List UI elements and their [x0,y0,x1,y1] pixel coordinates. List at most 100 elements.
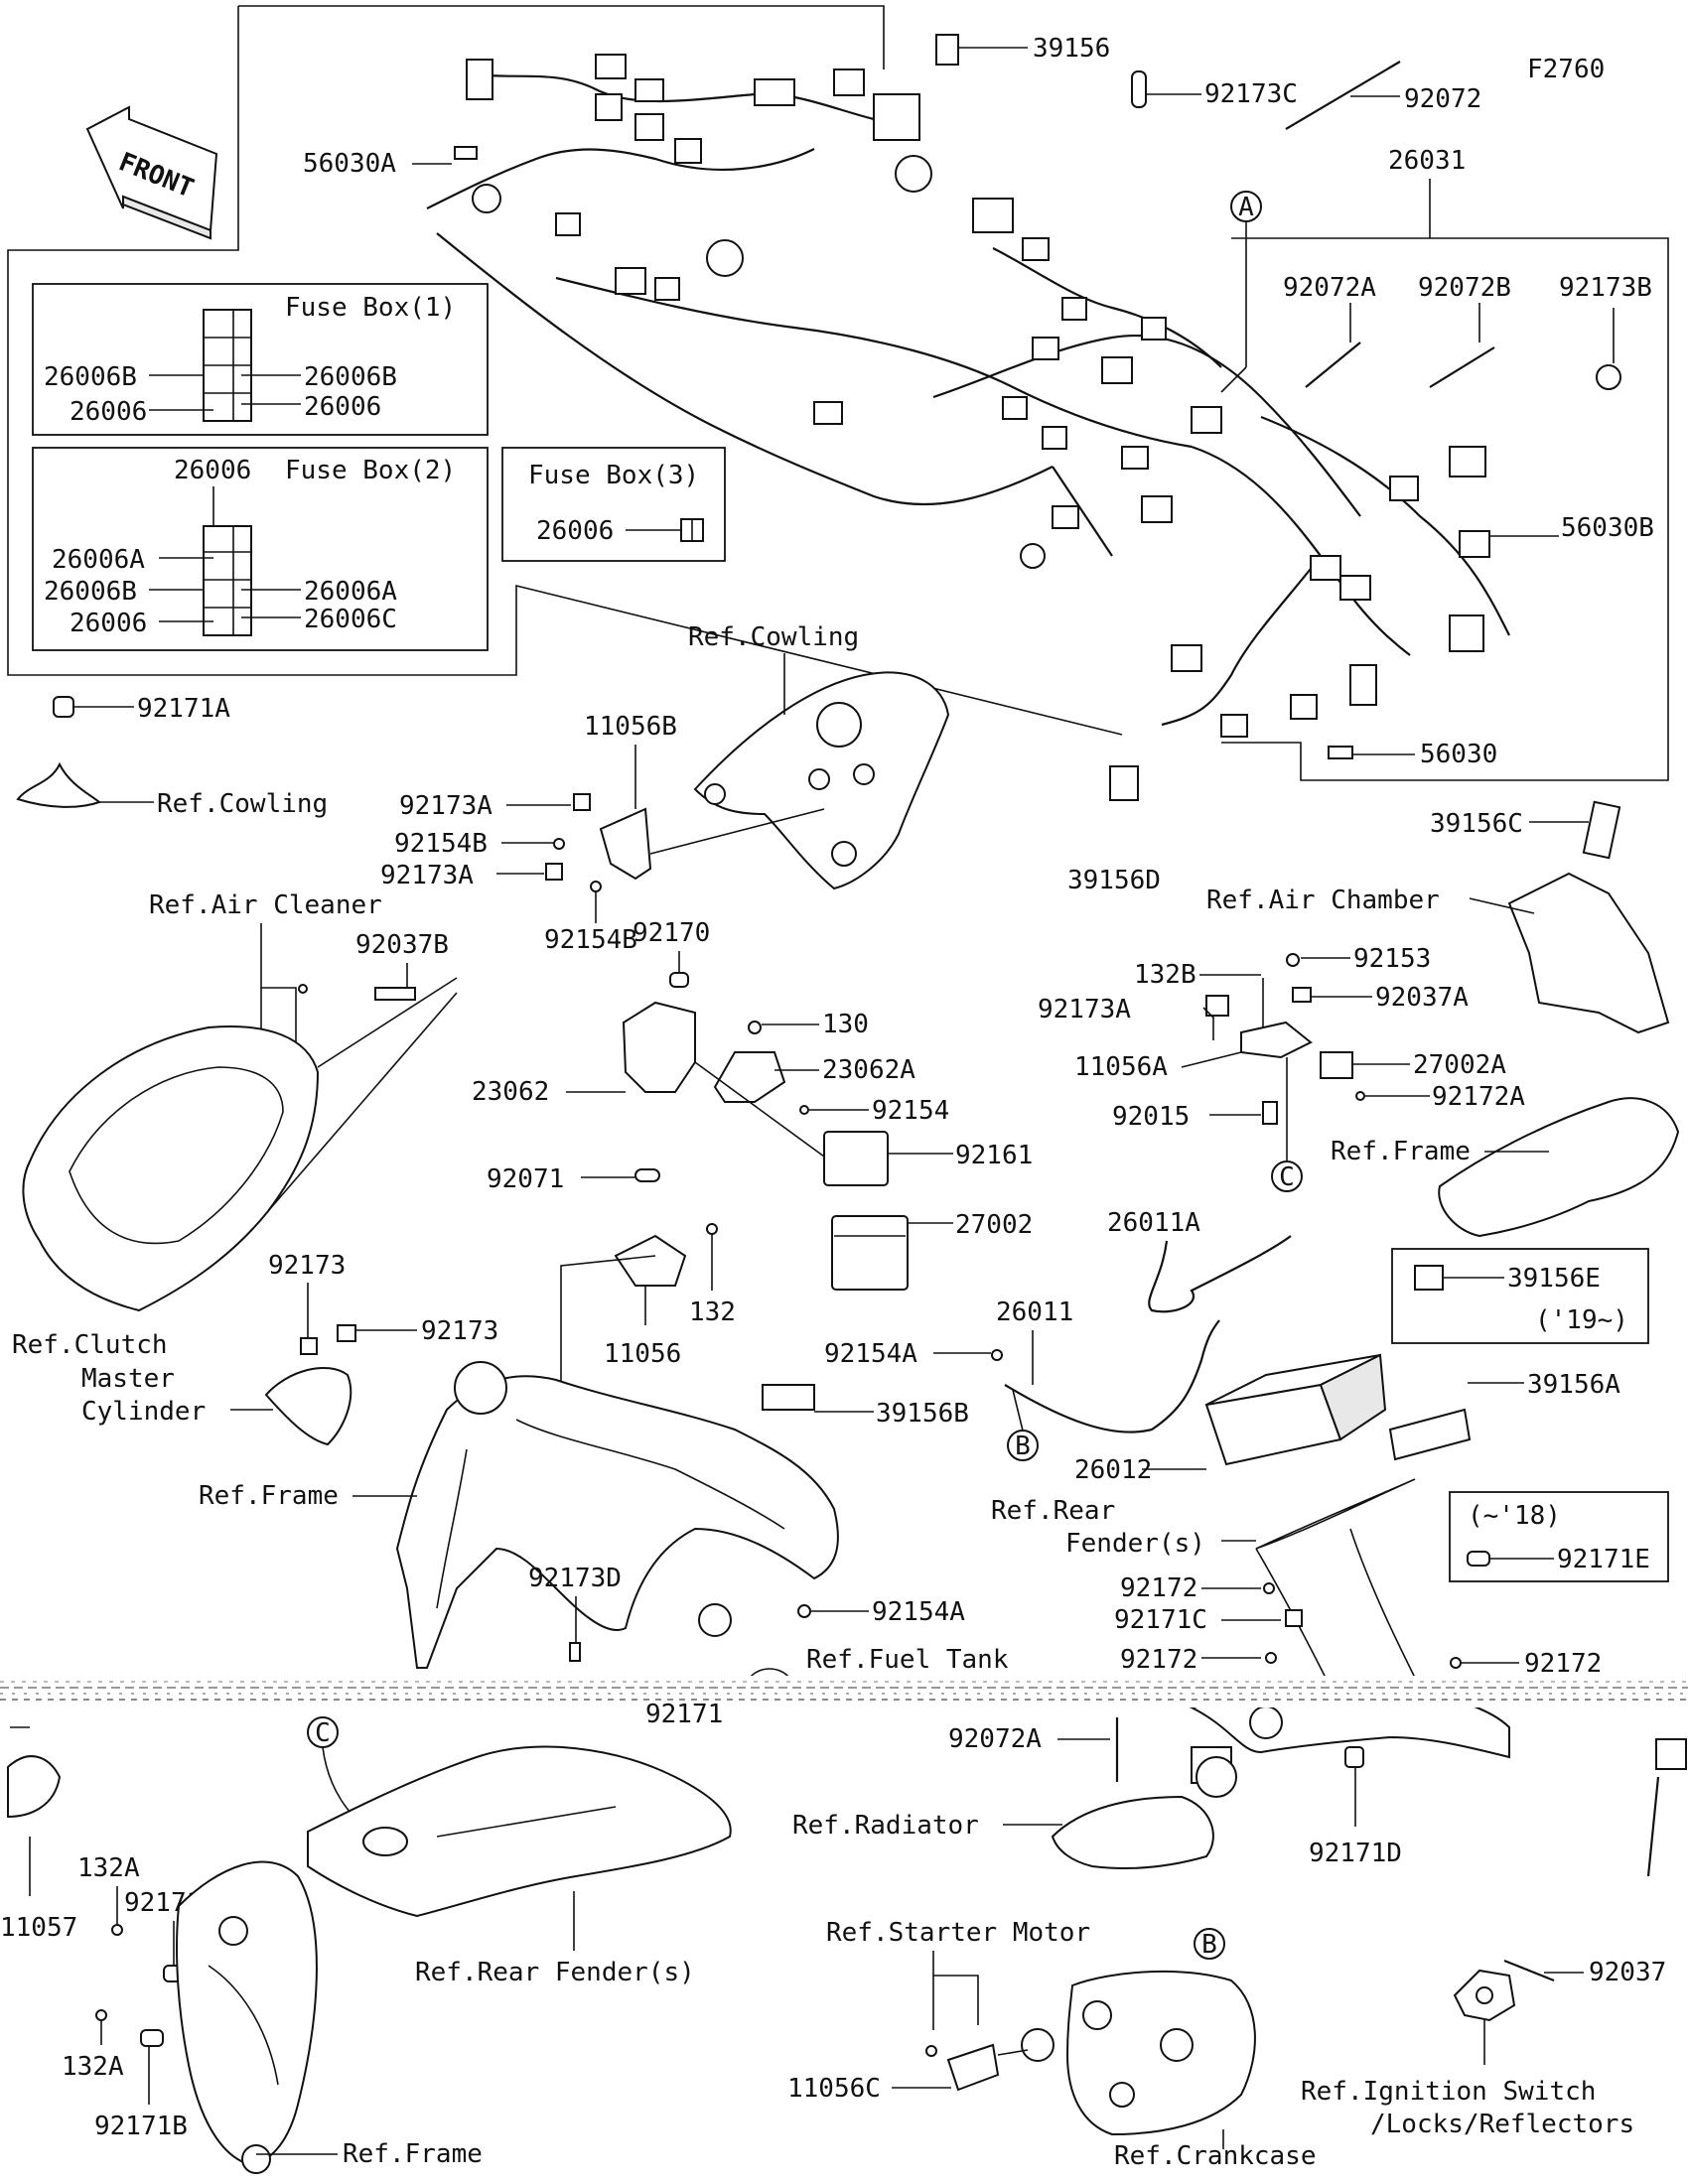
cowling-left-drawing [16,761,102,808]
band-92072A-top [1305,341,1361,388]
label-39156A: 39156A [1527,1370,1620,1400]
label-132: 132 [689,1297,736,1327]
ref-ignition-1: Ref.Ignition Switch [1301,2077,1596,2107]
frame-main-drawing [395,1361,839,1669]
clip-92173D [569,1642,581,1662]
ref-frame-bottom: Ref.Frame [343,2139,483,2169]
fuse-box-2-label-c: 26006A [304,577,397,607]
clip-92171C [1285,1609,1303,1627]
bolt-92153 [1286,953,1300,967]
crankcase-drawing [1065,1970,1256,2136]
fuse-box-3-panel [501,447,726,562]
label-92072: 92072 [1404,84,1481,114]
label-39156: 39156 [1033,34,1110,64]
clip-92173A-2 [545,863,563,881]
callout-b-bottom: B [1201,1930,1217,1960]
ref-radiator: Ref.Radiator [792,1811,979,1841]
label-92154: 92154 [872,1096,949,1126]
outline-top [238,5,885,69]
bolt-92154A-2 [797,1604,811,1618]
nut-132A-1 [111,1924,123,1936]
air-cleaner-drawing [22,1025,320,1312]
label-sticker-39156E [1414,1265,1444,1291]
screw-92172-1 [1263,1582,1275,1594]
label-92153: 92153 [1353,944,1431,974]
label-92154B-1: 92154B [394,829,488,859]
clip-92171D [1344,1746,1364,1768]
band-92071 [634,1168,660,1182]
label-92171B-2: 92171B [94,2112,188,2141]
label-92170: 92170 [633,918,710,948]
bracket-11056A [1240,1021,1313,1059]
ref-frame-right: Ref.Frame [1331,1137,1471,1166]
bracket-11056C [946,2028,1055,2092]
connector-39156 [935,34,959,66]
fuse-box-1-label-c: 26006 [70,397,147,427]
bracket-right [1655,1738,1687,1770]
label-92172-1: 92172 [1120,1573,1197,1603]
label-sticker-39156C [1582,800,1621,860]
front-arrow-icon: FRONT [85,105,218,240]
rod-right [1646,1776,1660,1877]
fuse-box-2-title: Fuse Box(2) [285,456,456,485]
clip-92173-1 [300,1337,318,1355]
cowling-bracket-drawing [693,671,950,890]
label-92173-1: 92173 [268,1251,346,1281]
label-39156D: 39156D [1067,866,1161,895]
label-26031: 26031 [1388,146,1466,176]
callout-a: A [1238,193,1254,222]
screw-92172A [1355,1091,1365,1101]
fuse-box-2-panel [32,447,489,651]
bracket-23062A [713,1051,786,1103]
label-92072B: 92072B [1418,273,1511,303]
label-92154A-1: 92154A [824,1339,917,1369]
bolt-130 [748,1021,762,1034]
label-56030A: 56030A [303,149,396,179]
label-sticker-56030 [1328,746,1353,759]
label-92173-2: 92173 [421,1316,498,1346]
label-27002: 27002 [955,1210,1033,1240]
label-11056: 11056 [604,1339,681,1369]
figure-code: F2760 [1527,55,1605,84]
clip-92173-2 [337,1324,356,1342]
label-92072A-top: 92072A [1283,273,1376,303]
ref-ignition-2: /Locks/Reflectors [1370,2110,1634,2139]
fuse-box-1-icon [203,309,252,422]
clip-92037B [374,987,416,1001]
fuse-box-2-label-a: 26006A [52,545,145,575]
variant-box-19 [1391,1248,1649,1344]
fuse-box-1-label-a: 26006B [44,362,137,392]
frame-right-drawing [1438,1097,1680,1238]
label-39156C: 39156C [1430,809,1523,839]
air-chamber-drawing [1507,872,1670,1034]
screw-92037B [298,984,308,994]
ref-rear-fender-bottom: Ref.Rear Fender(s) [415,1958,695,1987]
ref-cowling-top: Ref.Cowling [688,622,859,652]
ref-fuel-tank: Ref.Fuel Tank [806,1645,1009,1675]
rear-fender-drawing [307,1745,732,1918]
label-56030: 56030 [1420,740,1497,769]
label-92173D: 92173D [528,1564,622,1593]
label-26011: 26011 [996,1297,1073,1327]
fuse-box-1-panel [32,283,489,436]
band-92072 [1285,61,1401,130]
label-132A-1: 132A [77,1853,140,1883]
clip-92173A-1 [573,793,591,811]
label-92173A-2: 92173A [380,861,474,890]
label-92171D: 92171D [1309,1839,1402,1868]
label-92171A: 92171A [137,694,230,724]
cable-26011A [1148,1235,1292,1313]
fuse-box-1-title: Fuse Box(1) [285,293,456,323]
harness-right-outline [1221,237,1669,781]
ref-cowling-left: Ref.Cowling [157,789,328,819]
ref-rear-fender-mid-1: Ref.Rear [991,1496,1115,1526]
label-23062: 23062 [472,1077,549,1107]
label-92173B: 92173B [1559,273,1652,303]
label-92154B-2: 92154B [544,925,637,955]
clutch-master-cylinder-drawing [264,1366,352,1446]
label-92154A-2: 92154A [872,1597,965,1627]
harness-connectors [466,54,1490,738]
label-130: 130 [822,1010,869,1039]
label-92072A-bottom: 92072A [948,1724,1042,1754]
